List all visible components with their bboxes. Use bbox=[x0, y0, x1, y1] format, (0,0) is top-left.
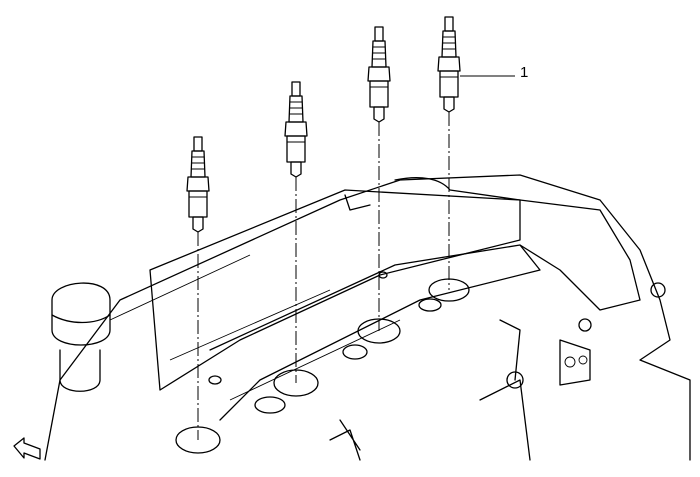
cylinder-head bbox=[44, 174, 691, 461]
spark-plug-2 bbox=[284, 81, 308, 178]
arrow-left-outline-icon bbox=[13, 437, 41, 460]
plug-holes bbox=[175, 278, 470, 454]
plug-hole-3 bbox=[357, 318, 401, 344]
spark-plug-3 bbox=[367, 26, 391, 123]
callout-label-1: 1 bbox=[520, 64, 529, 81]
alignment-lines bbox=[197, 112, 450, 440]
spark-plug-4 bbox=[437, 16, 461, 113]
spark-plug-1 bbox=[186, 136, 210, 233]
